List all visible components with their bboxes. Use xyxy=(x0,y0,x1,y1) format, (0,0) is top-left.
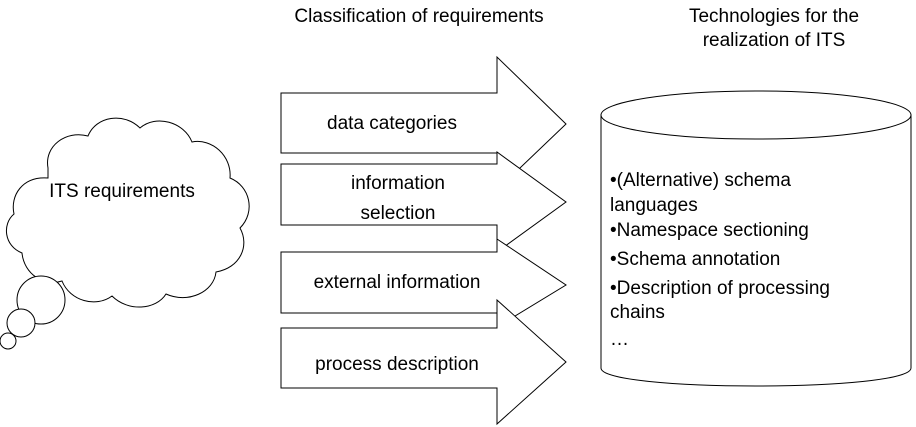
thought-bubble: ITS requirements xyxy=(0,117,250,350)
center-heading: Classification of requirements xyxy=(294,6,543,27)
cylinder-line-3: •Namespace sectioning xyxy=(610,220,809,241)
arrow-label-line2: selection xyxy=(361,203,436,224)
arrow-label: data categories xyxy=(327,113,457,134)
arrow-label: process description xyxy=(315,354,479,375)
cylinder-top-ellipse xyxy=(600,90,912,140)
right-heading-line1: Technologies for the xyxy=(689,6,859,27)
cylinder-line-6: chains xyxy=(610,302,665,323)
cloud-label: ITS requirements xyxy=(49,181,195,202)
arrow-label: external information xyxy=(314,272,481,293)
cylinder-line-4: •Schema annotation xyxy=(610,249,780,270)
arrow-external-information[interactable]: external information xyxy=(280,238,567,328)
arrow-label-line1: information xyxy=(351,173,445,194)
arrow-shape[interactable] xyxy=(280,238,567,328)
arrow-shape[interactable] xyxy=(280,55,567,192)
arrow-information-selection[interactable]: information selection xyxy=(280,151,567,253)
cloud-body xyxy=(6,117,250,308)
cylinder-line-7: … xyxy=(610,329,629,350)
cloud-tail-circle-medium xyxy=(6,308,36,338)
cylinder-line-1: •(Alternative) schema xyxy=(610,170,791,191)
right-heading-line2: realization of ITS xyxy=(703,30,846,51)
arrow-process-description[interactable]: process description xyxy=(280,298,567,426)
arrow-shape[interactable] xyxy=(280,298,567,426)
technologies-cylinder: •(Alternative) schema languages •Namespa… xyxy=(600,90,912,387)
cylinder-line-2: languages xyxy=(610,195,698,216)
cylinder-line-5: •Description of processing xyxy=(610,278,830,299)
arrow-data-categories[interactable]: data categories xyxy=(280,55,567,192)
cloud-tail-circle-small xyxy=(0,332,17,350)
arrow-shape[interactable] xyxy=(280,151,567,253)
